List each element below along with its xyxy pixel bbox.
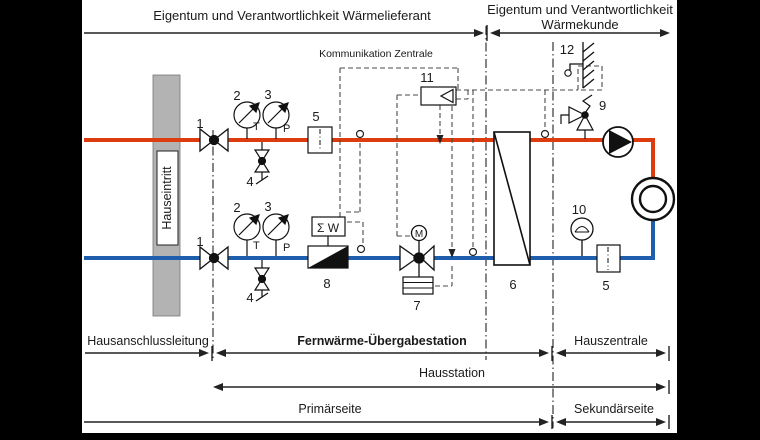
zone-sekundaerseite: Sekundärseite <box>574 402 654 416</box>
meter-sensor-return-icon <box>356 244 366 254</box>
component-labels: 1 1 2 3 2 3 T P T P 4 4 5 5 6 7 8 9 10 1… <box>196 42 609 313</box>
label-drain-return: 4 <box>246 290 253 305</box>
pressure-gauge-supply-icon <box>262 101 290 139</box>
controller-icon <box>420 86 457 106</box>
label-outdoor-sensor: 12 <box>560 42 574 57</box>
strainer-return-icon <box>596 244 621 273</box>
heat-exchanger-icon <box>493 131 531 266</box>
meter-sensor-supply-icon <box>355 129 365 139</box>
label-thermometer-supply: 2 <box>233 88 240 103</box>
outdoor-sensor-comm-frame <box>577 65 603 91</box>
zone-hausstation: Hausstation <box>419 366 485 380</box>
zone-arrowheads <box>199 349 666 426</box>
communication-label: Kommunikation Zentrale <box>319 48 433 60</box>
owner-customer-label-2: Wärmekunde <box>541 17 618 32</box>
pressure-gauge-return-icon <box>262 213 290 256</box>
communication-network <box>339 65 603 287</box>
label-thermometer-return: 2 <box>233 200 240 215</box>
label-pressure-gauge-return: 3 <box>264 199 271 214</box>
drain-valve-return-icon <box>253 260 271 302</box>
label-pressure-gauge-supply: 3 <box>264 87 271 102</box>
sensor-secondary-return-icon <box>468 247 478 257</box>
label-energy-counter: Σ W <box>317 221 340 235</box>
outdoor-sensor-icon <box>564 42 595 89</box>
outdoor-sensor-bulb-icon <box>564 69 572 77</box>
property-boundary-lines <box>212 26 554 428</box>
label-control-valve: 7 <box>413 298 420 313</box>
zone-uebergabestation: Fernwärme-Übergabestation <box>297 333 466 348</box>
label-t-return: T <box>253 240 260 252</box>
label-controller: 11 <box>420 70 434 85</box>
label-motor: M <box>415 229 423 240</box>
zone-hausanschlussleitung: Hausanschlussleitung <box>87 334 209 348</box>
heat-meter-icon <box>307 216 349 269</box>
control-valve-icon <box>399 224 435 295</box>
signal-arrow-return <box>448 249 456 258</box>
arrowhead <box>474 29 484 37</box>
label-drain-supply: 4 <box>246 174 253 189</box>
ownership-dimension <box>84 25 662 41</box>
building-entry-wall: Hauseintritt <box>152 74 181 317</box>
label-heat-exchanger: 6 <box>509 277 516 292</box>
shutoff-valve-return-icon <box>199 245 229 271</box>
label-valve-return: 1 <box>196 234 203 249</box>
label-strainer-return: 5 <box>602 278 609 293</box>
owner-supplier-label: Eigentum und Verantwortlichkeit Wärmelie… <box>153 8 431 23</box>
pressure-indicator-icon <box>570 217 594 256</box>
safety-valve-icon <box>560 94 594 139</box>
sensor-secondary-supply-icon <box>540 129 550 139</box>
strainer-supply-icon <box>307 126 333 154</box>
label-heat-meter: 8 <box>323 276 330 291</box>
thermometer-supply-icon <box>233 101 261 139</box>
label-p-return: P <box>283 242 290 254</box>
sensor-taps <box>355 129 550 257</box>
label-safety-valve: 9 <box>599 98 606 113</box>
shutoff-valve-supply-icon <box>199 127 229 153</box>
label-pressure-indicator: 10 <box>572 202 586 217</box>
thermometer-return-icon <box>233 213 261 256</box>
zone-primaerseite: Primärseite <box>298 402 361 416</box>
building-entry-label: Hauseintritt <box>160 166 174 230</box>
pump-icon <box>602 126 634 158</box>
signal-arrow-supply <box>436 135 444 144</box>
zone-dimensions <box>84 346 670 429</box>
arrowhead <box>490 29 500 37</box>
drain-valve-supply-icon <box>253 142 271 185</box>
owner-customer-label-1: Eigentum und Verantwortlichkeit <box>487 2 673 17</box>
heating-circuit-icon <box>630 176 676 222</box>
zone-hauszentrale: Hauszentrale <box>574 334 648 348</box>
label-p-supply: P <box>283 123 290 135</box>
label-strainer-supply: 5 <box>312 109 319 124</box>
label-valve-supply: 1 <box>196 116 203 131</box>
label-t-supply: T <box>253 121 260 133</box>
arrowhead <box>660 29 670 37</box>
